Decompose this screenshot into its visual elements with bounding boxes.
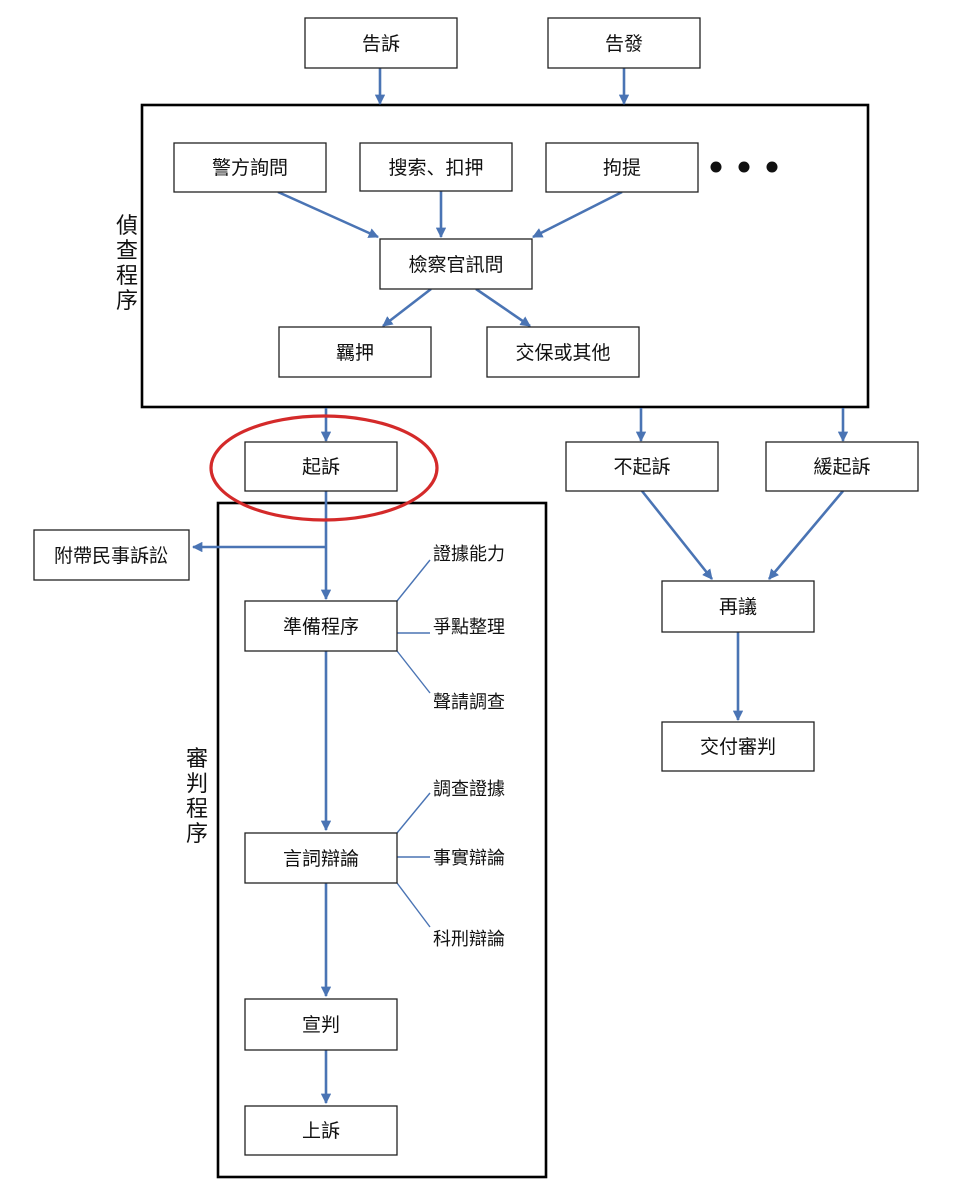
node-search-seizure: 搜索、扣押	[359, 142, 513, 192]
node-judgment: 宣判	[244, 998, 398, 1051]
node-prosecutor-interrogation: 檢察官訊問	[379, 238, 533, 290]
investigation-section-label: 偵查程序	[116, 214, 138, 314]
svg-text:警方詢問: 警方詢問	[212, 157, 288, 179]
svg-text:偵查程序: 偵查程序	[116, 214, 138, 314]
svg-text:準備程序: 準備程序	[283, 616, 359, 638]
svg-text:緩起訴: 緩起訴	[813, 456, 870, 478]
node-civil-action: 附帶民事訴訟	[33, 529, 190, 581]
svg-text:附帶民事訴訟: 附帶民事訴訟	[54, 545, 168, 567]
arrow-prosecutor-to-bail	[475, 287, 531, 328]
ellipsis-more-dots	[710, 161, 778, 173]
arrow-prosecutor-to-detention	[382, 287, 432, 328]
node-trial-referral: 交付審判	[661, 721, 815, 772]
svg-text:拘提: 拘提	[603, 157, 641, 179]
node-complaint: 告訴	[304, 17, 458, 69]
trial-section-frame	[216, 501, 548, 1179]
node-reconsideration: 再議	[661, 580, 815, 633]
node-bail-other: 交保或其他	[486, 326, 640, 378]
svg-text:搜索、扣押: 搜索、扣押	[388, 157, 483, 179]
annotation-sentencing-argument: 科刑辯論	[433, 929, 505, 950]
investigation-section-frame	[140, 103, 870, 409]
svg-text:言詞辯論: 言詞辯論	[283, 848, 359, 870]
arrow-non-prosecution-to-reconsideration	[640, 490, 714, 580]
annotation-leaders	[396, 559, 431, 928]
node-police-questioning: 警方詢問	[173, 142, 327, 193]
svg-text:交保或其他: 交保或其他	[515, 342, 610, 364]
node-deferred-prosecution: 緩起訴	[765, 441, 919, 492]
flow-arrows	[191, 68, 849, 1105]
svg-text:告訴: 告訴	[362, 33, 400, 55]
arrow-summons-to-prosecutor	[532, 190, 623, 239]
indictment-highlight-circle	[209, 414, 439, 522]
arrow-deferred-to-reconsideration	[768, 490, 844, 580]
annotation-investigation-request: 聲請調查	[433, 692, 505, 713]
svg-text:起訴: 起訴	[302, 456, 340, 478]
node-appeal: 上訴	[244, 1105, 398, 1156]
node-oral-argument: 言詞辯論	[244, 832, 398, 884]
node-indictment: 起訴	[244, 441, 398, 492]
svg-text:檢察官訊問: 檢察官訊問	[408, 254, 503, 276]
node-accusation: 告發	[547, 17, 701, 69]
svg-text:再議: 再議	[719, 596, 757, 618]
svg-text:交付審判: 交付審判	[700, 736, 776, 758]
node-detention: 羈押	[278, 326, 432, 378]
node-preparatory-procedure: 準備程序	[244, 600, 398, 652]
node-summons: 拘提	[545, 142, 699, 193]
annotation-issue-organizing: 爭點整理	[433, 617, 505, 638]
annotation-fact-argument: 事實辯論	[433, 848, 505, 869]
annotation-evidence-investigation: 調查證據	[433, 779, 505, 800]
svg-text:羈押: 羈押	[336, 342, 374, 364]
arrow-police-to-prosecutor	[277, 190, 379, 239]
annotation-evidence-capacity: 證據能力	[433, 544, 505, 565]
svg-text:宣判: 宣判	[302, 1014, 340, 1036]
trial-section-label: 審判程序	[186, 747, 208, 847]
svg-text:告發: 告發	[605, 33, 643, 55]
svg-text:審判程序: 審判程序	[186, 747, 208, 847]
svg-text:不起訴: 不起訴	[613, 456, 670, 478]
node-non-prosecution: 不起訴	[565, 441, 719, 492]
svg-text:上訴: 上訴	[302, 1120, 340, 1142]
